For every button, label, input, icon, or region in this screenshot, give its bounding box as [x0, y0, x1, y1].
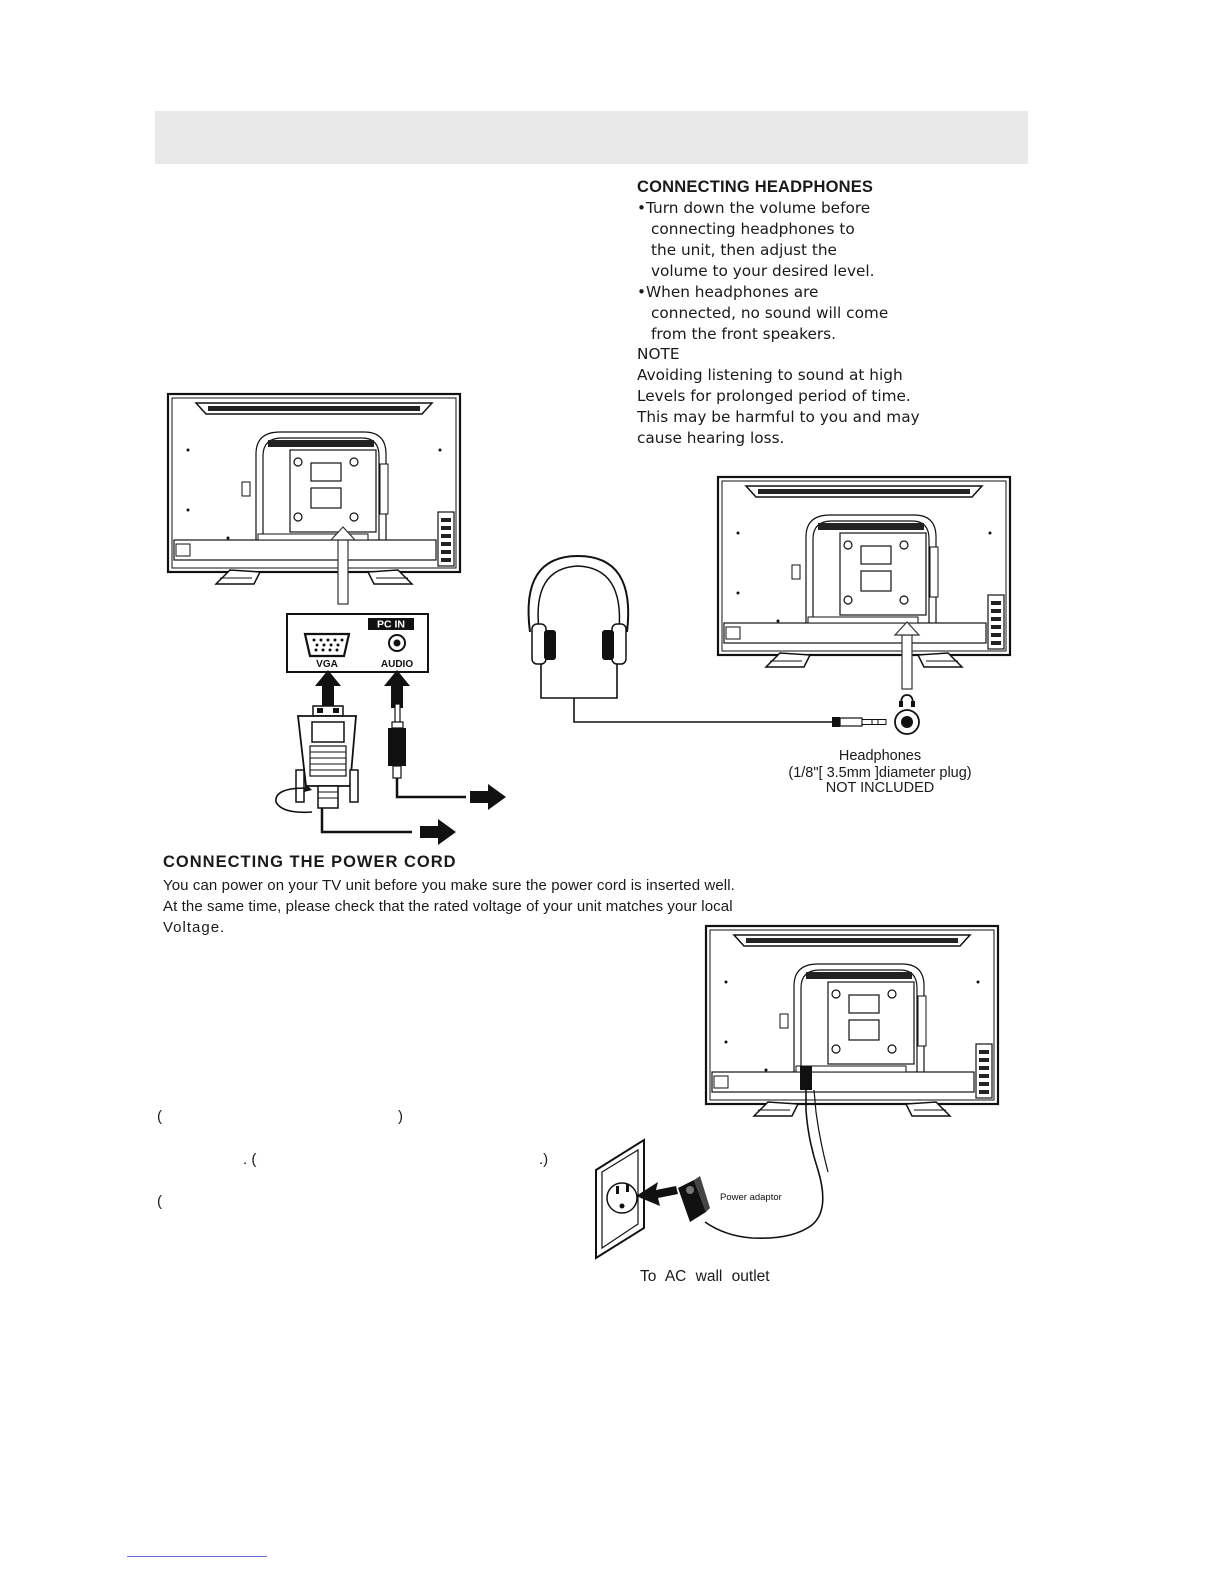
paren-fragment: (: [157, 1193, 162, 1210]
power-text-line: Voltage.: [163, 919, 226, 936]
headphones-icon: [527, 554, 887, 727]
tv-back-headphones: [716, 475, 1012, 669]
caption-line: Headphones: [838, 748, 922, 764]
arrow-up-icon: [384, 670, 410, 708]
audio-plug: [388, 703, 466, 799]
note-line: cause hearing loss.: [637, 429, 785, 447]
power-cord: [704, 1066, 829, 1240]
vga-label: VGA: [316, 659, 338, 670]
note-label: NOTE: [637, 345, 680, 363]
power-adaptor-icon: [678, 1176, 710, 1222]
note-line: Avoiding listening to sound at high: [637, 366, 903, 384]
headphones-title: CONNECTING HEADPHONES: [637, 178, 874, 196]
arrow-up-icon: [315, 670, 341, 708]
vga-plug: [275, 705, 412, 834]
audio-label: AUDIO: [381, 659, 413, 670]
bullet-line: •Turn down the volume before: [637, 199, 871, 217]
headphone-jack-icon: [894, 694, 920, 735]
power-title: CONNECTING THE POWER CORD: [163, 853, 457, 871]
bullet-line: connecting headphones to: [651, 220, 855, 238]
hollow-arrow-up-icon: [893, 621, 921, 690]
arrow-right-icon: [470, 784, 506, 810]
tv-back-pc: [166, 392, 462, 586]
power-text-line: You can power on your TV unit before you…: [163, 877, 735, 894]
note-line: Levels for prolonged period of time.: [637, 387, 911, 405]
power-text-line: At the same time, please check that the …: [163, 898, 733, 915]
tv-back-power: [704, 924, 1000, 1118]
paren-fragment: . (: [243, 1151, 257, 1168]
bullet-line: volume to your desired level.: [651, 262, 875, 280]
bullet-line: •When headphones are: [637, 283, 819, 301]
bullet-line: connected, no sound will come: [651, 304, 889, 322]
header-band: [155, 111, 1028, 164]
paren-fragment: ): [398, 1108, 403, 1125]
pc-in-header: PC IN: [377, 619, 405, 631]
outlet-caption: To AC wall outlet: [640, 1268, 770, 1285]
headphones-note: NOTE Avoiding listening to sound at high…: [637, 344, 957, 449]
arrow-left-icon: [636, 1182, 678, 1206]
headphones-instructions: •Turn down the volume before connecting …: [637, 198, 957, 345]
arrow-right-icon: [420, 819, 456, 845]
pc-in-panel: [286, 613, 429, 673]
bullet-line: the unit, then adjust the: [651, 241, 837, 259]
paren-fragment: .): [539, 1151, 549, 1168]
bullet-line: from the front speakers.: [651, 325, 836, 343]
power-adaptor-label: Power adaptor: [720, 1192, 782, 1203]
footer-underline: [127, 1556, 267, 1557]
headphones-caption: Headphones (1/8"[ 3.5mm ]diameter plug) …: [775, 748, 985, 796]
hollow-arrow-up-icon: [329, 526, 357, 605]
wall-outlet-icon: [595, 1138, 645, 1260]
caption-line: (1/8"[ 3.5mm ]diameter plug): [788, 765, 972, 781]
caption-line: NOT INCLUDED: [825, 780, 935, 796]
paren-fragment: (: [157, 1108, 162, 1125]
note-line: This may be harmful to you and may: [637, 408, 920, 426]
